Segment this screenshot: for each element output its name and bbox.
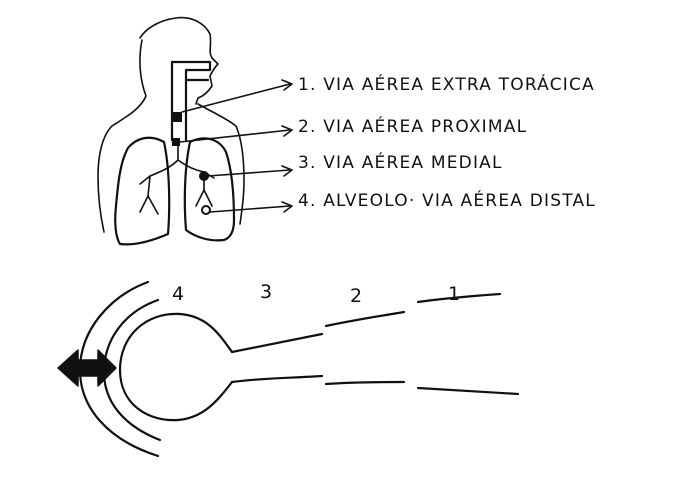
airway-medial-bottom [230, 374, 324, 384]
legend-pointers [179, 79, 293, 213]
neck-back [97, 39, 147, 233]
legend-item-4: 4. ALVEOLO· VIA AÉREA DISTAL [298, 189, 596, 211]
pointer-2 [179, 129, 291, 143]
shoulder-right [197, 103, 245, 225]
marker-proximal [172, 138, 180, 146]
pointer-4 [209, 205, 291, 213]
head-outline [139, 16, 219, 105]
pointer-3 [207, 169, 291, 177]
legend-item-2: 2. VIA AÉREA PROXIMAL [298, 115, 527, 137]
pointer-3-arrow [281, 165, 293, 177]
airway-proximal-top [324, 310, 406, 328]
double-arrow-icon [57, 349, 117, 387]
segment-label-1: 1 [448, 283, 460, 305]
human-silhouette [97, 16, 245, 233]
lung-right [183, 137, 236, 242]
airway-proximal-bottom [324, 380, 406, 386]
legend-item-3: 3. VIA AÉREA MEDIAL [298, 151, 503, 173]
segment-label-4: 4 [172, 283, 184, 305]
alveolus-bulb [118, 312, 234, 422]
lungs [114, 136, 236, 246]
nasal-cavity [170, 60, 212, 82]
pointer-1-arrow [281, 79, 293, 91]
upper-airway [170, 60, 212, 146]
legend: 1. VIA AÉREA EXTRA TORÁCICA 2. VIA AÉREA… [298, 73, 596, 211]
marker-extrathoracic [172, 112, 182, 122]
pointer-4-arrow [281, 201, 293, 213]
airway-extrathoracic-top [416, 292, 502, 304]
marker-medial [199, 171, 209, 181]
airway-medial-top [230, 332, 324, 354]
airway-schematic: 4 3 2 1 [57, 280, 520, 458]
lung-left [114, 136, 171, 246]
pointer-1 [181, 83, 291, 113]
airway-extrathoracic-bottom [416, 386, 520, 396]
legend-item-1: 1. VIA AÉREA EXTRA TORÁCICA [298, 73, 595, 95]
segment-label-3: 3 [260, 281, 272, 303]
marker-alveolus [201, 205, 211, 215]
pointer-2-arrow [281, 125, 293, 137]
segment-label-2: 2 [350, 285, 362, 307]
